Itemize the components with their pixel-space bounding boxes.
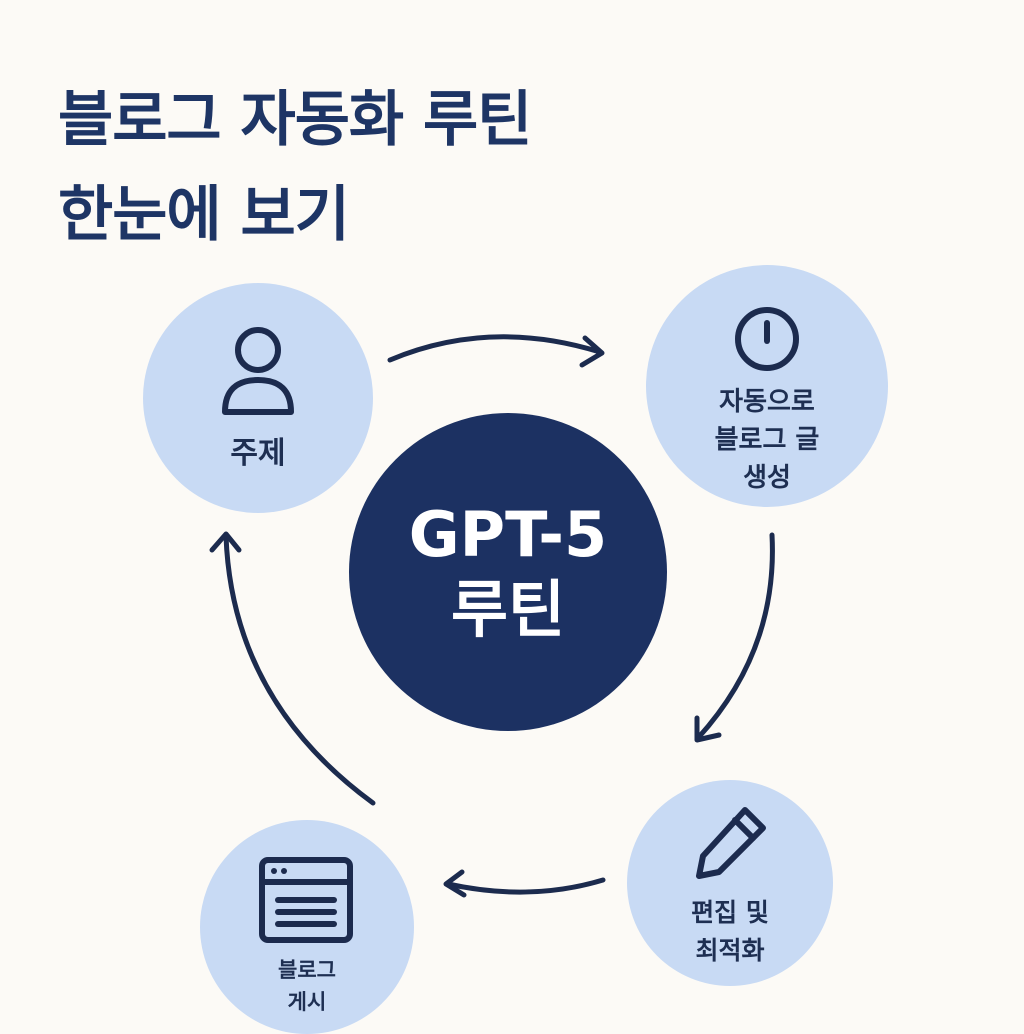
title-line-2: 한눈에 보기 [58, 180, 350, 250]
arrowhead-generate-to-edit [694, 715, 722, 743]
arrow-generate-to-edit [695, 532, 775, 741]
arrowhead-edit-to-publish [443, 869, 467, 898]
step-publish: 블로그 게시 [200, 820, 414, 1034]
arrowhead-topic-to-generate [579, 335, 605, 368]
hub-label-line-1: GPT-5 [408, 498, 608, 571]
step-generate-label: 자동으로 블로그 글 생성 [714, 387, 820, 493]
step-topic-label: 주제 [230, 436, 286, 471]
person-icon [222, 327, 294, 415]
pencil-icon [696, 807, 766, 879]
step-generate: 자동으로 블로그 글 생성 [646, 265, 888, 507]
browser-window-icon [259, 857, 353, 943]
title-line-1: 블로그 자동화 루틴 [58, 85, 532, 155]
clock-icon [735, 307, 799, 371]
hub-label-line-2: 루틴 [450, 573, 566, 646]
step-edit: 편집 및 최적화 [627, 780, 833, 986]
arrow-edit-to-publish [445, 877, 606, 895]
hub-circle: GPT-5 루틴 [349, 413, 667, 731]
step-publish-label: 블로그 게시 [278, 958, 336, 1014]
step-topic: 주제 [143, 283, 373, 513]
arrow-topic-to-generate [387, 334, 603, 363]
arrowhead-publish-to-topic [209, 531, 242, 553]
step-edit-label: 편집 및 최적화 [691, 898, 769, 965]
arrow-publish-to-topic [223, 533, 376, 806]
